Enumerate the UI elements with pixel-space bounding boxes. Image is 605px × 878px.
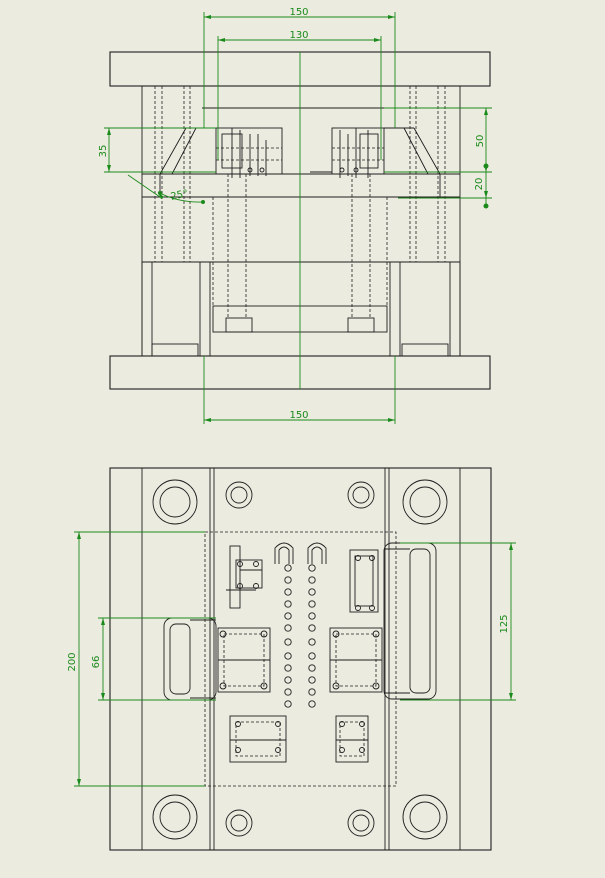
ejector-pin-hole [284,638,292,646]
ejector-pins [212,174,388,318]
ejector-pin-hole [308,638,316,646]
dim-height-left: 35 [98,127,216,173]
return-pin-hole-tl [225,481,253,509]
u-hook-right [307,542,327,564]
ejector-pin-hole [284,600,292,608]
return-pin-hole-tr [347,481,375,509]
dim-label: 125 [499,614,510,633]
ejector-pin-hole [308,576,316,584]
dim-label: 35 [98,145,109,158]
ejector-pin-hole [308,652,316,660]
dim-width-bottom: 150 [203,356,396,424]
u-hook-left [274,542,294,564]
ejector-pin-hole [308,664,316,672]
ejector-pin-hole [284,624,292,632]
return-pin-hole-br [347,809,375,837]
ejector-pin-holes [284,564,316,708]
top-view: 200 66 125 [67,467,516,851]
dim-label: 130 [289,30,308,41]
return-pin-hole-bl [225,809,253,837]
dim-height-right: 125 [400,542,516,701]
ejector-pin-hole [284,588,292,596]
guide-pillar-hole-tl [152,479,198,525]
dim-label: 50 [475,135,486,148]
dim-label: 150 [289,410,308,421]
ejector-pin-hole [308,688,316,696]
dim-label: 66 [91,656,102,669]
ejector-pin-hole [308,564,316,572]
ejector-pin-hole [308,624,316,632]
dim-label: 200 [67,652,78,671]
ejector-pin-hole [284,612,292,620]
cavity-block-mid-right [329,627,383,693]
dim-label: 150 [289,7,308,18]
dim-width-top-outer: 150 [203,7,396,128]
guide-pillar-hole-tr [402,479,448,525]
cavity-block-mid-left [217,627,271,693]
ejector-pin-hole [284,700,292,708]
cavity-block-upper-left [226,545,263,609]
dim-height-left-inner: 66 [91,617,216,701]
cavity-block-upper-right [349,549,379,613]
dim-height-right-lower: 20 [398,163,492,209]
ejector-pin-hole [284,676,292,684]
cavity-insert-right [310,127,385,178]
ejector-pin-hole [284,564,292,572]
ejector-pin-hole [284,652,292,660]
dim-height-left-outer: 200 [67,531,205,787]
angled-slide-left [159,127,216,197]
front-view: 150 130 150 35 [98,7,492,424]
dim-label: 25° [170,188,190,202]
guide-pillars [154,86,446,262]
cavity-outline [204,531,397,787]
dim-angle: 25° [127,174,205,204]
guide-pillar-hole-bl [152,794,198,840]
cavity-block-lower-left [229,715,287,763]
guide-pillar-hole-br [402,794,448,840]
ejector-pin-hole [284,664,292,672]
support-block-left [141,261,211,357]
mold-body [141,85,461,357]
top-view-outline [109,467,492,851]
support-block-right [389,261,461,357]
ejector-pin-hole [284,576,292,584]
side-slide-right [383,542,437,700]
ejector-pin-hole [308,588,316,596]
angled-slide-right [384,127,441,197]
cavity-block-lower-right [335,715,369,763]
cavity-insert-left [215,127,283,178]
ejector-pin-hole [308,612,316,620]
side-slide-left [163,617,217,701]
ejector-pin-hole [308,700,316,708]
dim-label: 20 [474,178,485,191]
dim-width-top-inner: 130 [217,30,382,160]
ejector-pin-hole [308,600,316,608]
ejector-pin-hole [284,688,292,696]
ejector-pin-hole [308,676,316,684]
